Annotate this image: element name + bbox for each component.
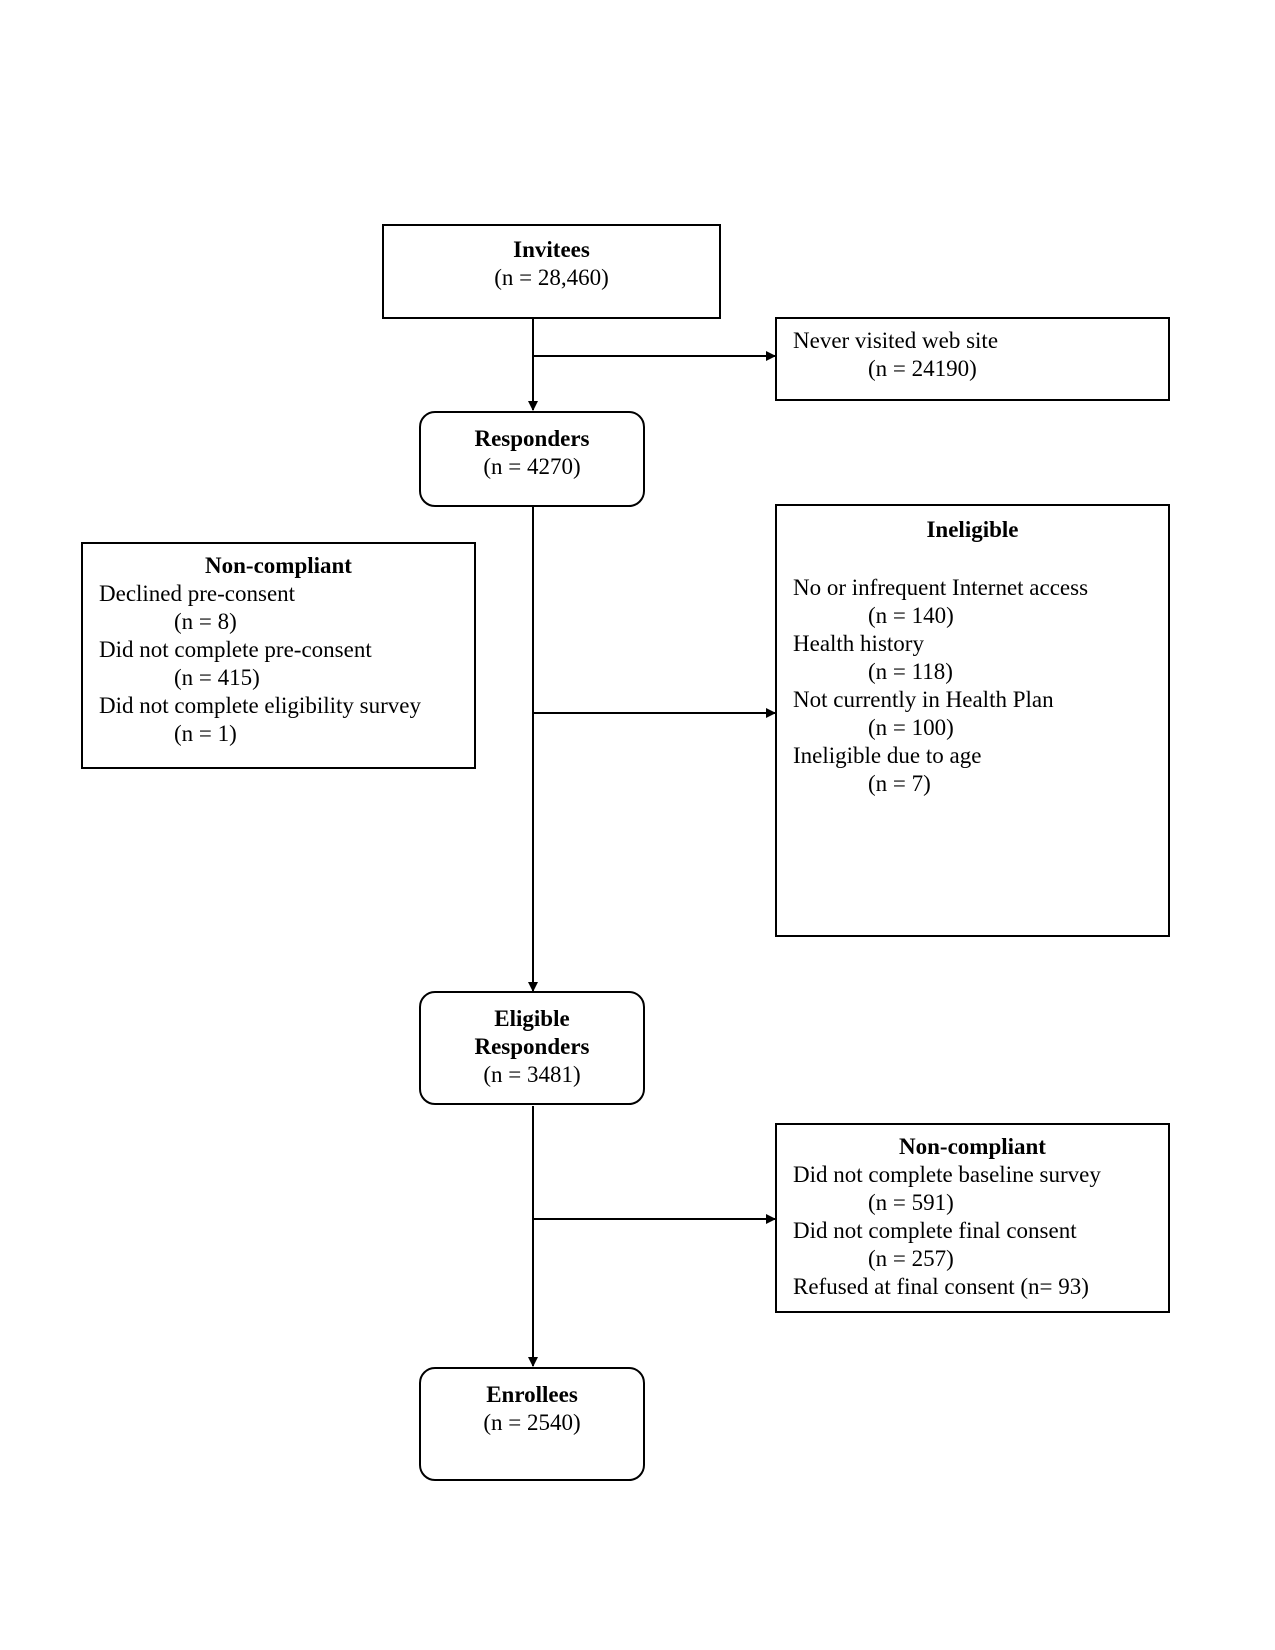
ineligible-item-2-count: (n = 118) — [868, 659, 953, 684]
ineligible-item-1-count: (n = 140) — [868, 603, 954, 628]
noncompliant-pre-item-1-count: (n = 8) — [174, 609, 237, 634]
enrollees-count: (n = 2540) — [483, 1410, 581, 1435]
noncompliant-pre-title: Non-compliant — [205, 553, 352, 578]
ineligible-box: Ineligible No or infrequent Internet acc… — [775, 504, 1170, 937]
noncompliant-post-item-1-label: Did not complete baseline survey — [793, 1162, 1101, 1187]
ineligible-item-4-count: (n = 7) — [868, 771, 931, 796]
noncompliant-pre-item-3-count: (n = 1) — [174, 721, 237, 746]
ineligible-item-3-label: Not currently in Health Plan — [793, 687, 1054, 712]
noncompliant-pre-item-1-label: Declined pre-consent — [99, 581, 296, 606]
eligible-responders-box: Eligible Responders (n = 3481) — [419, 991, 645, 1105]
invitees-title: Invitees — [513, 237, 590, 262]
enrollees-title: Enrollees — [486, 1382, 578, 1407]
noncompliant-post-item-1-count: (n = 591) — [868, 1190, 954, 1215]
eligible-title-line1: Eligible — [494, 1006, 570, 1031]
responders-box: Responders (n = 4270) — [419, 411, 645, 507]
never-visited-box: Never visited web site (n = 24190) — [775, 317, 1170, 401]
noncompliant-post-item-2-count: (n = 257) — [868, 1246, 954, 1271]
ineligible-item-3-count: (n = 100) — [868, 715, 954, 740]
noncompliant-pre-item-2-count: (n = 415) — [174, 665, 260, 690]
eligible-count: (n = 3481) — [483, 1062, 581, 1087]
responders-title: Responders — [474, 426, 590, 451]
invitees-count: (n = 28,460) — [494, 265, 609, 290]
ineligible-item-4-label: Ineligible due to age — [793, 743, 982, 768]
noncompliant-post-box: Non-compliant Did not complete baseline … — [775, 1123, 1170, 1313]
eligible-title-line2: Responders — [474, 1034, 590, 1059]
ineligible-title: Ineligible — [926, 517, 1019, 542]
noncompliant-pre-item-2-label: Did not complete pre-consent — [99, 637, 372, 662]
invitees-box: Invitees (n = 28,460) — [382, 224, 721, 319]
never-visited-count: (n = 24190) — [868, 356, 977, 381]
noncompliant-pre-box: Non-compliant Declined pre-consent (n = … — [81, 542, 476, 769]
noncompliant-pre-item-3-label: Did not complete eligibility survey — [99, 693, 421, 718]
noncompliant-post-item-2-label: Did not complete final consent — [793, 1218, 1077, 1243]
noncompliant-post-title: Non-compliant — [899, 1134, 1046, 1159]
never-visited-label: Never visited web site — [793, 328, 999, 353]
noncompliant-post-last-line: Refused at final consent (n= 93) — [793, 1274, 1089, 1299]
responders-count: (n = 4270) — [483, 454, 581, 479]
enrollees-box: Enrollees (n = 2540) — [419, 1367, 645, 1481]
ineligible-item-2-label: Health history — [793, 631, 924, 656]
ineligible-item-1-label: No or infrequent Internet access — [793, 575, 1089, 600]
